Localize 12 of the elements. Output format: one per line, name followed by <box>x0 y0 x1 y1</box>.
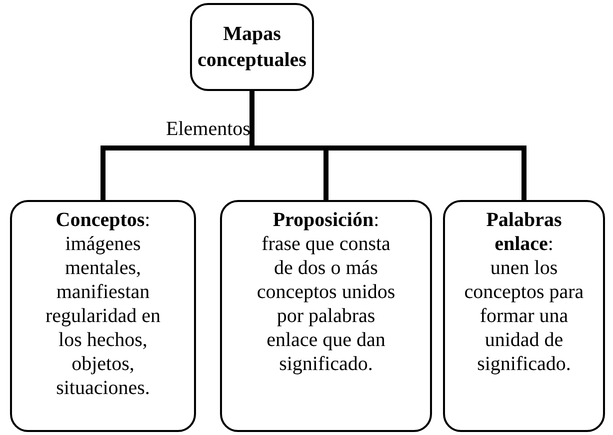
concept-heading: Palabras enlace: <box>485 208 563 256</box>
concept-heading: Conceptos: <box>56 208 150 232</box>
concept-heading: Proposición: <box>272 208 380 232</box>
title-text: Mapas conceptuales <box>196 22 308 73</box>
concept-box <box>443 200 605 432</box>
concept-box <box>190 3 314 91</box>
concept-description: frase que consta de dos o más conceptos unidos por palabras enlace que dan significado. <box>256 232 396 376</box>
concept-box <box>10 200 196 432</box>
concept-box <box>220 200 432 432</box>
category-label: Elementos <box>166 118 250 141</box>
concept-description: imágenes mentales, manifiestan regularidad en los hechos, objetos, situaciones. <box>44 232 162 400</box>
concept-description: unen los conceptos para formar una unidad de significado. <box>463 256 585 376</box>
